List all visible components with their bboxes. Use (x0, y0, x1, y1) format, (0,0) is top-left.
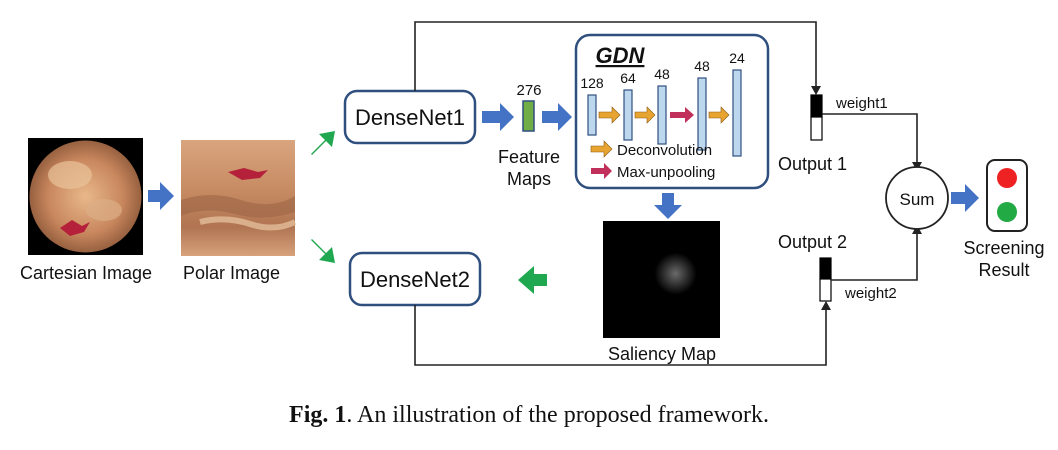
output1-bar-bottom (810, 116, 823, 141)
diagram-canvas: Cartesian Image Polar Image DenseNet1 De… (20, 21, 1045, 366)
gdn-deconv-arrow-3 (708, 106, 730, 124)
densenet1-label: DenseNet1 (355, 105, 465, 130)
arrow-sum-to-result (951, 184, 979, 212)
gdn-layer-size-3: 48 (654, 66, 670, 82)
gdn-layer-5 (732, 69, 742, 157)
gdn-deconv-arrow-1 (598, 106, 621, 124)
gdn-layer-2 (623, 89, 633, 141)
screening-light (986, 159, 1028, 232)
result-label-line2: Result (978, 260, 1029, 280)
legend-deconv-arrow (590, 140, 613, 158)
arrow-gdn-to-saliency (654, 193, 682, 219)
legend-unpool-arrow (591, 163, 612, 179)
polar-image (181, 140, 297, 256)
arrowhead-output2 (821, 301, 831, 310)
figure-caption-text: . An illustration of the proposed framew… (346, 402, 769, 428)
gdn-layer-size-5: 24 (729, 50, 745, 66)
result-label-line1: Screening (963, 238, 1044, 258)
red-light-icon (997, 168, 1017, 188)
gdn-title: GDN (596, 43, 646, 68)
figure-caption: Fig. 1. An illustration of the proposed … (0, 402, 1058, 429)
arrow-saliency-to-densenet2 (518, 266, 547, 294)
output1-label: Output 1 (778, 154, 847, 174)
feature-maps-label-line2: Maps (507, 169, 551, 189)
line-densenet2-to-output2 (414, 305, 827, 366)
polar-image-label: Polar Image (183, 263, 280, 283)
sum-node (885, 166, 949, 230)
arrow-densenet1-to-features (482, 103, 514, 131)
weight2-label: weight2 (844, 285, 897, 302)
output2-label: Output 2 (778, 232, 847, 252)
arrow-cartesian-to-polar (148, 182, 174, 210)
cartesian-image-label: Cartesian Image (20, 263, 152, 283)
gdn-layer-size-1: 128 (580, 75, 604, 91)
arrow-features-to-gdn (542, 103, 572, 131)
arrow-polar-to-densenet1 (311, 131, 335, 155)
gdn-unpool-arrow (670, 107, 694, 123)
feature-map-count: 276 (516, 82, 541, 99)
line-densenet1-to-output1 (414, 21, 817, 91)
gdn-layer-size-2: 64 (620, 70, 636, 86)
output1-bar-top (810, 94, 823, 118)
line-output2-to-sum (831, 233, 918, 281)
feature-maps-label-line1: Feature (498, 147, 560, 167)
green-light-icon (997, 202, 1017, 222)
gdn-layer-4 (697, 77, 707, 151)
weight1-label: weight1 (835, 95, 888, 112)
gdn-box (574, 33, 770, 190)
cartesian-image (28, 138, 143, 255)
line-output1-to-sum (822, 113, 918, 163)
gdn-layer-size-4: 48 (694, 58, 710, 74)
figure-number: Fig. 1 (289, 402, 347, 428)
arrowhead-output1 (811, 86, 821, 95)
densenet2-label: DenseNet2 (360, 267, 470, 292)
arrow-polar-to-densenet2 (311, 239, 335, 263)
feature-map-bar (522, 100, 535, 132)
saliency-map-label: Saliency Map (608, 344, 716, 364)
gdn-deconv-arrow-2 (634, 106, 656, 124)
legend-unpool-label: Max-unpooling (617, 164, 715, 181)
sum-label: Sum (900, 190, 935, 209)
output2-bar-top (819, 257, 832, 280)
legend-deconv-label: Deconvolution (617, 142, 712, 159)
densenet1-box (343, 89, 477, 145)
gdn-layer-3 (657, 85, 667, 145)
gdn-layer-1 (587, 94, 597, 136)
saliency-map (603, 221, 720, 338)
output2-bar-bottom (819, 278, 832, 302)
